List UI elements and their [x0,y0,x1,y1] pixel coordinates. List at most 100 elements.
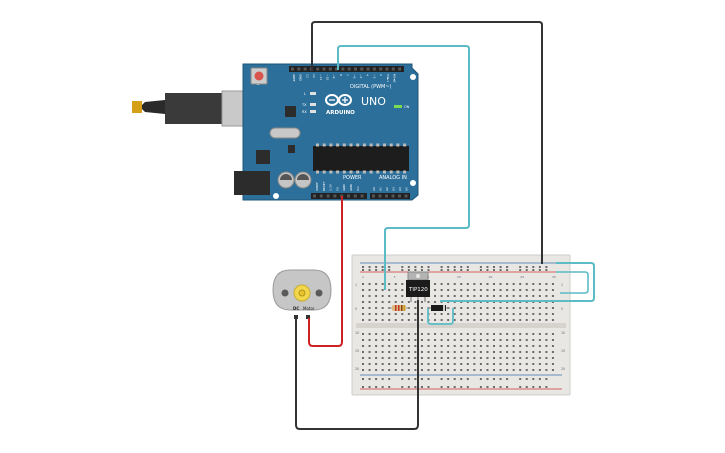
breadboard-col-number: 20 [489,275,493,279]
tip120-transistor[interactable]: TIP120 [406,271,430,302]
motor-label-left: DC [293,306,299,311]
digital-pin-label: ~10 [326,74,330,80]
breadboard-col-number: 25 [520,275,524,279]
motor-terminal [306,315,310,319]
status-leds: L TX RX ON [301,92,410,114]
breadboard-row-number: 15 [355,349,359,353]
resistor[interactable] [388,305,410,311]
power-pin-label: Vin [356,186,360,191]
mount-hole [273,193,279,199]
digital-pin-label: RX◄0 [393,74,397,82]
analog-header [370,193,410,199]
svg-text:RX: RX [302,110,307,114]
wire-black-motor[interactable] [295,300,419,430]
breadboard-row-number: 1 [355,283,357,287]
analog-pin-label: A3 [392,187,396,191]
arduino-logo-icon [325,94,352,106]
wire-cyan-signal[interactable] [337,45,470,290]
digital-pin-label: 12 [312,74,316,78]
motor-screw [315,289,323,297]
diode-band [443,305,445,311]
mount-hole [410,74,416,80]
atmega-chip [313,146,409,171]
diode[interactable] [428,305,450,311]
diode-body [431,305,446,311]
power-pin-label: GND [349,183,353,191]
mount-hole [410,180,416,186]
motor-screw [281,289,289,297]
digital-pin-label: 13 [305,74,309,78]
breadboard-row-number: 10 [561,331,565,335]
breadboard-row-number: 10 [355,331,359,335]
bottom-header-pins [313,194,408,198]
power-label: POWER [343,175,362,181]
digital-label: DIGITAL (PWM~) [350,84,392,90]
digital-pin-label: 2 [379,74,383,76]
breadboard-holes: 1155101015152020151015202530 [355,266,565,388]
crystal-oscillator [269,127,301,139]
voltage-regulator [256,150,270,164]
power-pin-label: 3.3V [329,183,333,191]
wire-cyan-rail-jumper[interactable] [556,271,589,294]
on-led [394,105,402,108]
motor-label-right: Motor [303,306,315,311]
breadboard-col-number: 30 [552,275,556,279]
analog-pin-label: A1 [379,187,383,191]
atmega-chip-pins [316,143,407,174]
digital-pin-label: AREF [292,74,296,82]
wire-cyan-short-jumper[interactable] [427,308,454,325]
motor-terminal [294,315,298,319]
usb-chip [285,106,296,117]
power-pin-label: IOREF [315,182,319,191]
analog-pin-label: A0 [372,187,376,191]
breadboard-row-number: 5 [561,307,563,311]
usb-plug [165,93,225,124]
breadboard-row-number: 5 [355,307,357,311]
regulator-chip [288,145,295,153]
breadboard-col-number: 1 [362,275,364,279]
transistor-label: TIP120 [408,287,428,293]
breadboard-row-number: 20 [561,367,565,371]
digital-pin-label: ~9 [332,74,336,79]
breadboard-col-number: 15 [457,275,461,279]
digital-pin-label: ~5 [359,74,363,79]
power-pin-label: GND [342,183,346,191]
digital-pin-label: GND [299,74,303,82]
center-channel [356,323,566,328]
power-pin-label: RESET [322,181,326,191]
digital-pin-label: TX►1 [386,73,390,82]
breadboard-row-number: 20 [355,367,359,371]
digital-pin-label: ~11 [319,74,323,80]
power-header [311,193,367,199]
wire-cyan-rail-loop[interactable] [440,262,595,302]
usb-cable-end [132,101,142,113]
digital-pin-label: 7 [346,74,350,76]
digital-pin-label: ~3 [372,74,376,79]
wire-black-gnd[interactable] [311,21,543,264]
power-pin-label: 5V [335,186,339,191]
power-jack [234,171,270,195]
svg-text:ON: ON [404,105,410,109]
svg-text:TX: TX [301,103,307,107]
analog-pin-label: A2 [385,187,389,191]
analog-pin-label: A4 [398,187,402,191]
digital-pin-label: ~6 [352,74,356,79]
breadboard-row-number: 1 [561,283,563,287]
brand-text: ARDUINO [326,110,355,116]
dc-motor[interactable]: DC Motor [272,269,332,319]
analog-label: ANALOG IN [379,175,407,181]
model-text: UNO [361,95,386,108]
breadboard-col-number: 5 [394,275,396,279]
digital-pin-label: 8 [339,74,343,76]
digital-header [289,66,404,72]
breadboard-row-number: 15 [561,349,565,353]
wire-red-5v[interactable] [308,196,343,347]
analog-pin-label: A5 [405,187,409,191]
reset-button-cap [254,71,264,81]
svg-text:L: L [304,92,306,96]
digital-pin-label: 4 [366,74,370,76]
usb-cable [140,100,165,114]
